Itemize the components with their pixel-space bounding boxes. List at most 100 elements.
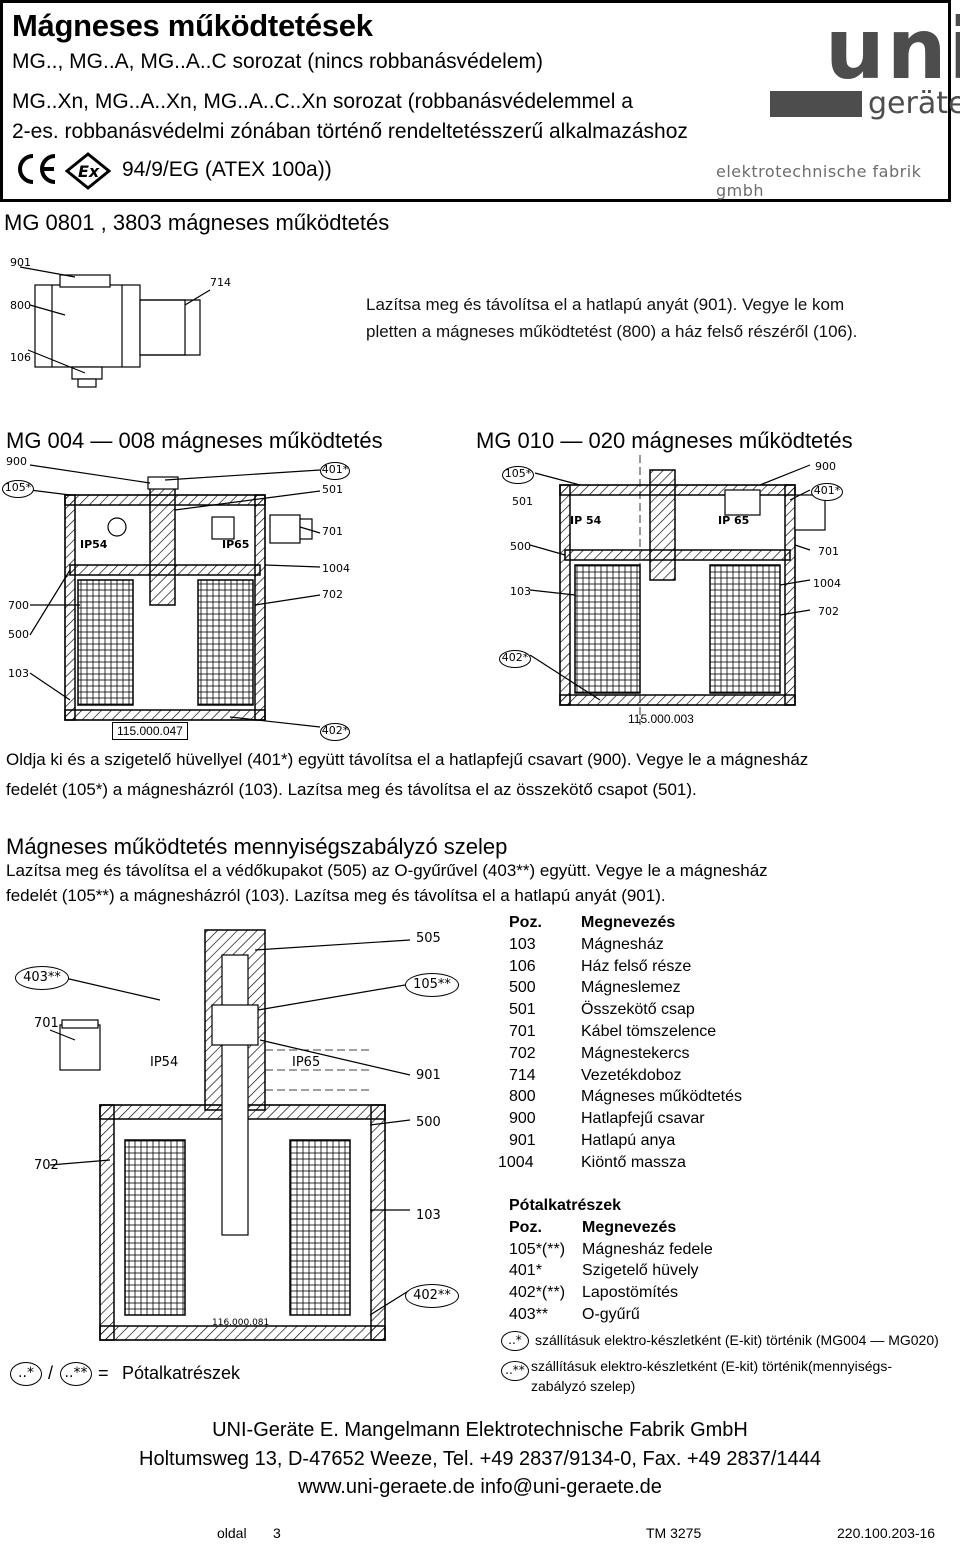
label-402-flow: 402** (405, 1284, 459, 1308)
label-103: 103 (8, 667, 29, 680)
note1-text: szállításuk elektro-készletként (E-kit) … (535, 1332, 939, 1348)
label-702-flow: 702 (34, 1158, 59, 1173)
label-901: 901 (10, 256, 31, 269)
label-501: 501 (322, 483, 343, 496)
label-ip65-flow: IP65 (292, 1055, 321, 1070)
section1-text-1: Lazítsa meg és távolítsa el a hatlapú an… (366, 295, 845, 314)
label-r401: 401* (811, 483, 843, 501)
label-r501: 501 (512, 495, 533, 508)
label-701-flow: 701 (34, 1016, 59, 1031)
label-r500: 500 (510, 540, 531, 553)
footer-address: Holtumsweg 13, D-47652 Weeze, Tel. +49 2… (139, 1448, 821, 1470)
note2-mark: ..** (501, 1361, 529, 1381)
page-title: Mágneses működtetések (12, 8, 373, 43)
drawing-mg004 (0, 455, 420, 745)
spare-parts-table: Pótalkatrészek Poz. Megnevezés 105*(**)M… (509, 1195, 713, 1326)
label-ip54-flow: IP54 (150, 1055, 179, 1070)
table-row: 402*(**)Lapostömítés (509, 1284, 679, 1302)
section3-title: Mágneses működtetés mennyiségszabályzó s… (6, 834, 508, 859)
label-r1004: 1004 (813, 577, 841, 590)
label-r702: 702 (818, 605, 839, 618)
label-700: 700 (8, 599, 29, 612)
footer-company: UNI-Geräte E. Mangelmann Elektrotechnisc… (212, 1419, 748, 1441)
label-r-ip65: IP 65 (718, 514, 750, 527)
legend-equals: = (98, 1363, 109, 1383)
note1-mark: ..* (501, 1331, 529, 1351)
ce-mark-icon (14, 152, 59, 191)
subtitle-line-3: 2-es. robbanásvédelmi zónában történő re… (12, 120, 688, 143)
label-106: 106 (10, 351, 31, 364)
label-402: 402* (320, 723, 350, 741)
label-r701: 701 (818, 545, 839, 558)
drawing-number-left: 115.000.047 (112, 722, 188, 740)
section2-text-2: fedelét (105*) a mágnesházról (103). Laz… (6, 780, 697, 799)
label-r105: 105* (502, 466, 534, 484)
header-box (0, 0, 951, 202)
label-r402: 402* (499, 650, 531, 668)
label-701: 701 (322, 525, 343, 538)
drawing-flow-valve (0, 910, 480, 1355)
table-row: 401*Szigetelő hüvely (509, 1262, 699, 1280)
page-number: 3 (273, 1525, 281, 1541)
logo-gerate: geräte (868, 86, 960, 121)
label-714: 714 (210, 276, 231, 289)
label-1004: 1004 (322, 562, 350, 575)
page-label: oldal (217, 1525, 247, 1541)
label-105-flow: 105** (405, 973, 459, 997)
table-row: 105*(**)Mágnesház fedele (509, 1240, 713, 1258)
section3-text-2: fedelét (105**) a mágnesházról (103). La… (6, 886, 666, 905)
legend-slash: / (48, 1363, 54, 1383)
subtitle-line-2: MG..Xn, MG..A..Xn, MG..A..C..Xn sorozat … (12, 90, 633, 113)
table-row: 403**O-gyűrű (509, 1305, 640, 1323)
label-901-flow: 901 (416, 1068, 441, 1083)
document-tm: TM 3275 (646, 1525, 702, 1541)
label-103-flow: 103 (416, 1208, 441, 1223)
label-702: 702 (322, 588, 343, 601)
drawing-mg0801 (0, 245, 260, 400)
ex-mark-icon: Ex (64, 152, 112, 195)
section1-title: MG 0801 , 3803 mágneses működtetés (4, 210, 390, 235)
label-r-ip54: IP 54 (570, 514, 602, 527)
svg-text:Ex: Ex (78, 162, 100, 181)
label-r103: 103 (510, 585, 531, 598)
label-500-flow: 500 (416, 1115, 441, 1130)
label-105: 105* (2, 480, 34, 498)
logo-subtitle: elektrotechnische fabrik gmbh (716, 162, 922, 200)
section2-title-left: MG 004 — 008 mágneses működtetés (6, 428, 383, 453)
label-900: 900 (6, 455, 27, 468)
logo-uni: uni (825, 0, 960, 98)
logo-bar (770, 91, 862, 117)
section3-text-1: Lazítsa meg és távolítsa el a védőkupako… (6, 861, 768, 880)
label-ip54: IP54 (80, 538, 108, 551)
document-code: 220.100.203-16 (837, 1525, 936, 1541)
label-403-flow: 403** (15, 966, 69, 990)
label-505: 505 (416, 931, 441, 946)
legend-star: ..* (10, 1362, 42, 1386)
legend-label: Pótalkatrészek (122, 1363, 241, 1383)
label-r900: 900 (815, 460, 836, 473)
parts-table-header: Poz. Megnevezés (509, 914, 676, 931)
label-401: 401* (320, 462, 350, 480)
note2-text-b: zabályzó szelep) (531, 1378, 636, 1394)
spare-table-header: Poz. Megnevezés (509, 1218, 677, 1236)
subtitle-line-1: MG.., MG..A, MG..A..C sorozat (nincs rob… (12, 50, 543, 73)
legend-dstar: ..** (60, 1362, 92, 1386)
label-500: 500 (8, 628, 29, 641)
drawing-number-right: 115.000.003 (628, 712, 694, 726)
section2-title-right: MG 010 — 020 mágneses működtetés (476, 428, 853, 453)
spare-table-title: Pótalkatrészek (509, 1197, 622, 1214)
label-ip65: IP65 (222, 538, 250, 551)
footer-web: www.uni-geraete.de info@uni-geraete.de (298, 1476, 662, 1498)
